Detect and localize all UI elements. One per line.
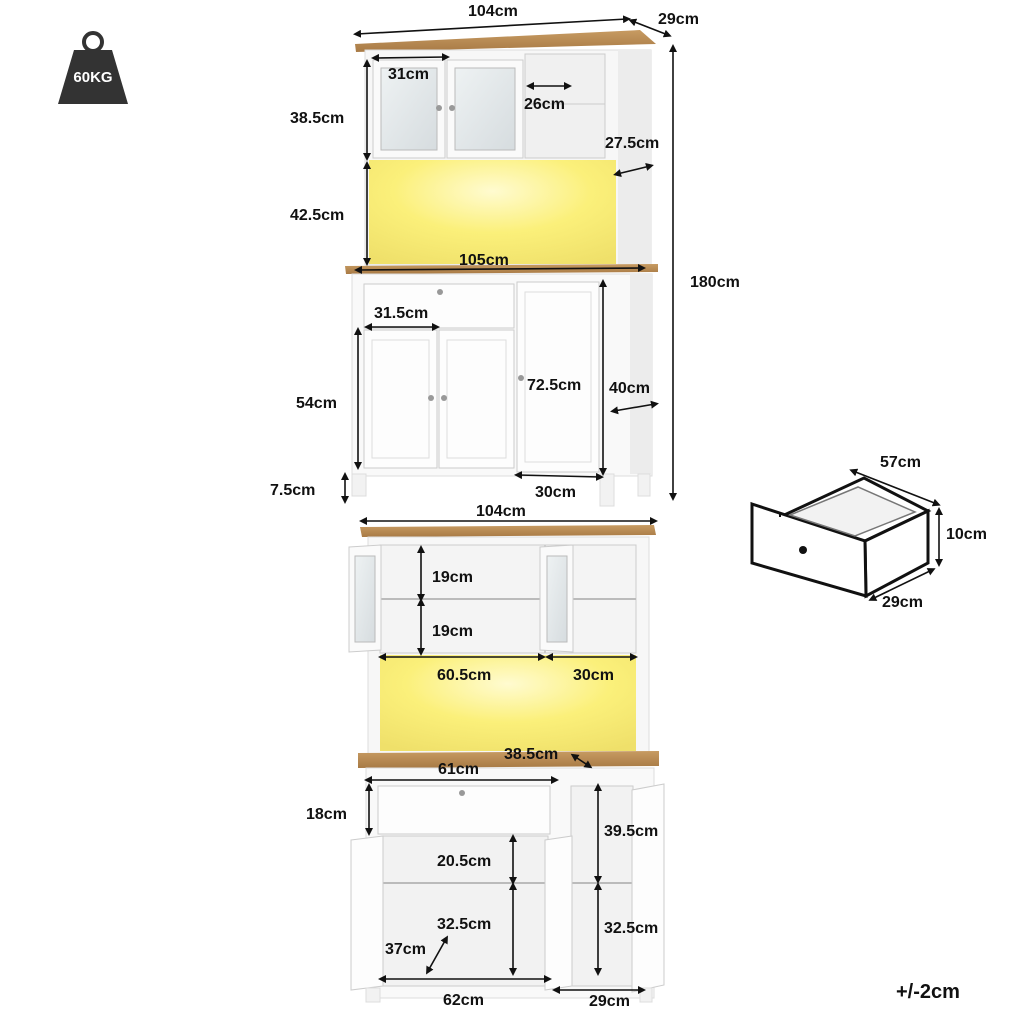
dim-side-door-height: 72.5cm <box>527 377 581 394</box>
drawer-dimension-labels: 57cm 10cm 29cm <box>880 454 987 611</box>
dim-hutch-depth: 27.5cm <box>605 135 659 152</box>
dim-shelf-lower: 19cm <box>432 623 473 640</box>
dim-base-width: 62cm <box>443 992 484 1009</box>
dim-width: 104cm <box>468 3 518 20</box>
dim-depth: 29cm <box>658 11 699 28</box>
closed-cabinet-illustration <box>345 30 658 507</box>
open-dimension-lines <box>359 517 658 994</box>
dim-shelf-upper: 19cm <box>432 569 473 586</box>
weight-hook-icon <box>82 31 104 53</box>
dim-base-shelf-upper: 20.5cm <box>437 853 491 870</box>
dim-base-shelf-lower: 32.5cm <box>437 916 491 933</box>
dim-total-height: 180cm <box>690 274 740 291</box>
dim-hutch-height: 38.5cm <box>290 110 344 127</box>
drawer-illustration <box>750 476 932 599</box>
dim-drawer-width: 31.5cm <box>374 305 428 322</box>
drawer-handle-icon <box>799 546 807 554</box>
dim-open-shelf-width: 26cm <box>524 96 565 113</box>
dim-side-lower-height: 32.5cm <box>604 920 658 937</box>
dim-drawer-width-open: 61cm <box>438 761 479 778</box>
dim-drawer-height: 18cm <box>306 806 347 823</box>
dim-base-depth: 40cm <box>609 380 650 397</box>
dim-led-opening-height: 42.5cm <box>290 207 344 224</box>
dim-drawer-depth: 29cm <box>882 594 923 611</box>
dim-side-width: 29cm <box>589 993 630 1010</box>
tolerance-note: +/-2cm <box>896 981 960 1003</box>
weight-label: 60KG <box>73 69 112 86</box>
dim-drawer-box-height: 10cm <box>946 526 987 543</box>
dim-base-depth-open: 37cm <box>385 941 426 958</box>
dim-side-compartment-width: 30cm <box>573 667 614 684</box>
weight-badge: 60KG <box>58 31 128 104</box>
dim-side-upper-height: 39.5cm <box>604 823 658 840</box>
open-dimension-labels: 104cm 19cm 19cm 60.5cm 30cm 38.5cm 61cm … <box>306 503 658 1010</box>
dim-counter-depth: 38.5cm <box>504 746 558 763</box>
dim-door-height: 54cm <box>296 395 337 412</box>
weight-icon <box>58 50 128 104</box>
closed-dimension-lines <box>341 15 677 504</box>
dim-open-width: 104cm <box>476 503 526 520</box>
dim-hutch-inner-width: 60.5cm <box>437 667 491 684</box>
dim-glass-door-width: 31cm <box>388 66 429 83</box>
dim-leg-height: 7.5cm <box>270 482 315 499</box>
drawer-dimension-lines <box>849 468 943 601</box>
dim-countertop-width: 105cm <box>459 252 509 269</box>
closed-dimension-labels: 104cm 29cm 31cm 38.5cm 26cm 27.5cm 42.5c… <box>270 3 740 501</box>
dim-side-door-width: 30cm <box>535 484 576 501</box>
dim-drawer-length: 57cm <box>880 454 921 471</box>
